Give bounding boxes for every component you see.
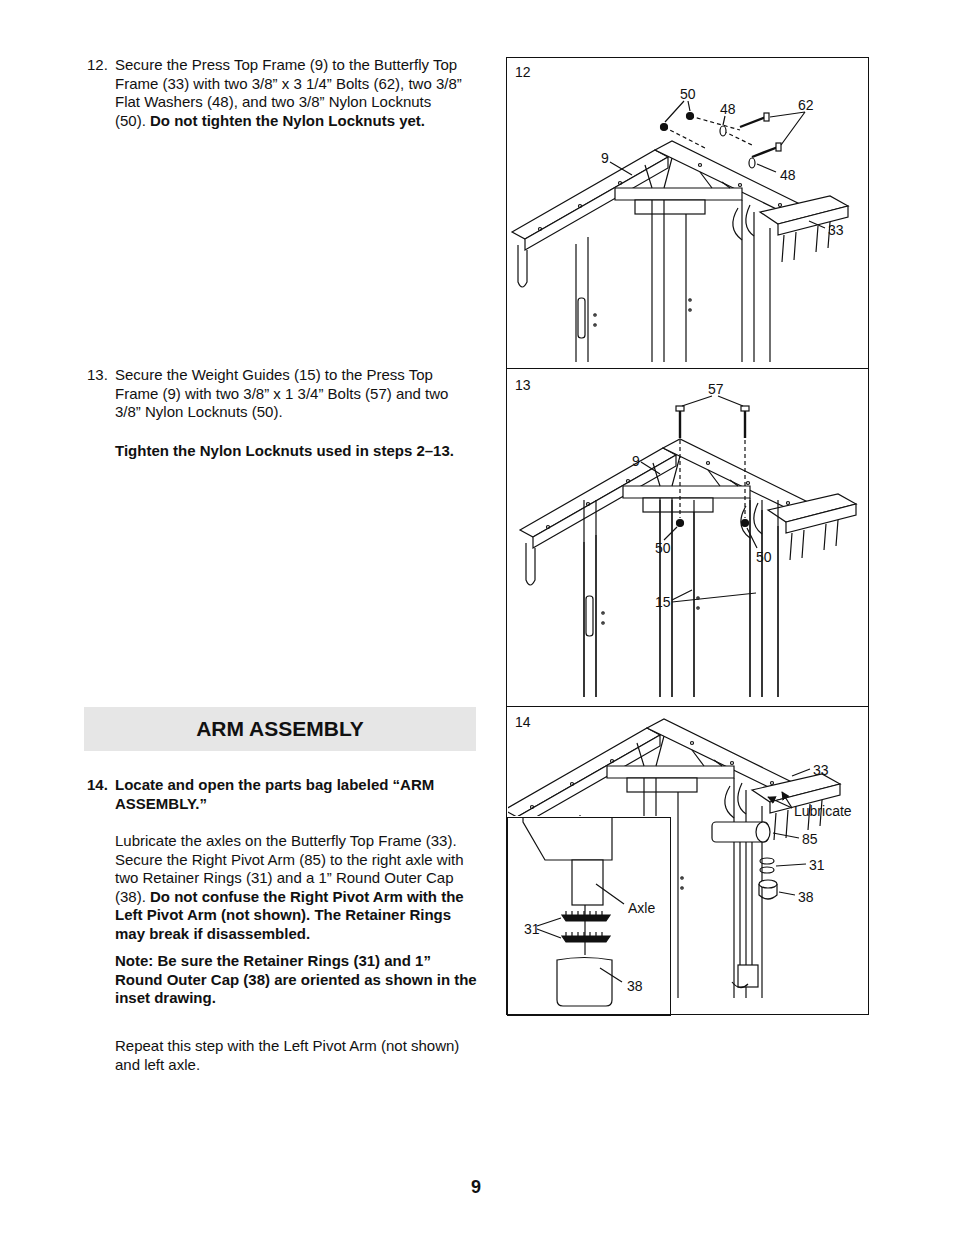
- step-number: 13.: [87, 366, 108, 385]
- section-heading-band: ARM ASSEMBLY: [84, 707, 476, 751]
- instruction-paragraph: Secure the Press Top Frame (9) to the Bu…: [115, 56, 477, 130]
- step-panel: 12 50 48 62 9 48 33: [506, 57, 869, 369]
- callout-number: 50: [756, 549, 772, 565]
- callout-number: 48: [780, 167, 796, 183]
- step-panel: 13 57 9 50 50 15: [506, 368, 869, 707]
- callout-number: 85: [802, 831, 818, 847]
- instruction-emphasis: Do not tighten the Nylon Locknuts yet.: [150, 112, 425, 129]
- step-number: 13: [515, 377, 531, 393]
- instruction-emphasis: Note: Be sure the Retainer Rings (31) an…: [115, 952, 477, 1006]
- instruction-paragraph: Tighten the Nylon Locknuts used in steps…: [115, 442, 477, 461]
- step-number: 14: [515, 714, 531, 730]
- instruction-paragraph: Locate and open the parts bag labeled “A…: [115, 776, 477, 813]
- instruction-emphasis: Do not confuse the Right Pivot Arm with …: [115, 888, 464, 942]
- step-number: 12: [515, 64, 531, 80]
- callout-number: 50: [680, 86, 696, 102]
- callout-number: 48: [720, 101, 736, 117]
- callout-number: 33: [828, 222, 844, 238]
- callout-number: Lubricate: [794, 803, 852, 819]
- callout-number: 33: [813, 762, 829, 778]
- callout-number: 31: [809, 857, 825, 873]
- instruction-paragraph: Repeat this step with the Left Pivot Arm…: [115, 1037, 477, 1074]
- callout-number: 50: [655, 540, 671, 556]
- callout-number: 57: [708, 381, 724, 397]
- instruction-emphasis: Locate and open the parts bag labeled “A…: [115, 776, 434, 812]
- step-panel: 1433Lubricate853138Axle3138: [506, 706, 869, 1015]
- instruction-text: Secure the Weight Guides (15) to the Pre…: [115, 366, 448, 420]
- callout-number: 31: [524, 921, 540, 937]
- instruction-paragraph: Note: Be sure the Retainer Rings (31) an…: [115, 952, 477, 1008]
- instruction-text: Repeat this step with the Left Pivot Arm…: [115, 1037, 459, 1073]
- inset-panel: Axle 31 38: [507, 817, 671, 1016]
- instruction-paragraph: Secure the Weight Guides (15) to the Pre…: [115, 366, 477, 422]
- instruction-emphasis: Tighten the Nylon Locknuts used in steps…: [115, 442, 454, 459]
- section-heading: ARM ASSEMBLY: [196, 717, 364, 741]
- callout-number: 9: [601, 150, 609, 166]
- step-number: 12.: [87, 56, 108, 75]
- step-number: 14.: [87, 776, 108, 795]
- callout-number: 38: [798, 889, 814, 905]
- instruction-paragraph: Lubricate the axles on the Butterfly Top…: [115, 832, 477, 943]
- callout-number: 15: [655, 594, 671, 610]
- page-number: 9: [471, 1177, 481, 1198]
- callout-number: 38: [627, 978, 643, 994]
- callout-number: Axle: [628, 900, 655, 916]
- callout-number: 62: [798, 97, 814, 113]
- callout-number: 9: [632, 453, 640, 469]
